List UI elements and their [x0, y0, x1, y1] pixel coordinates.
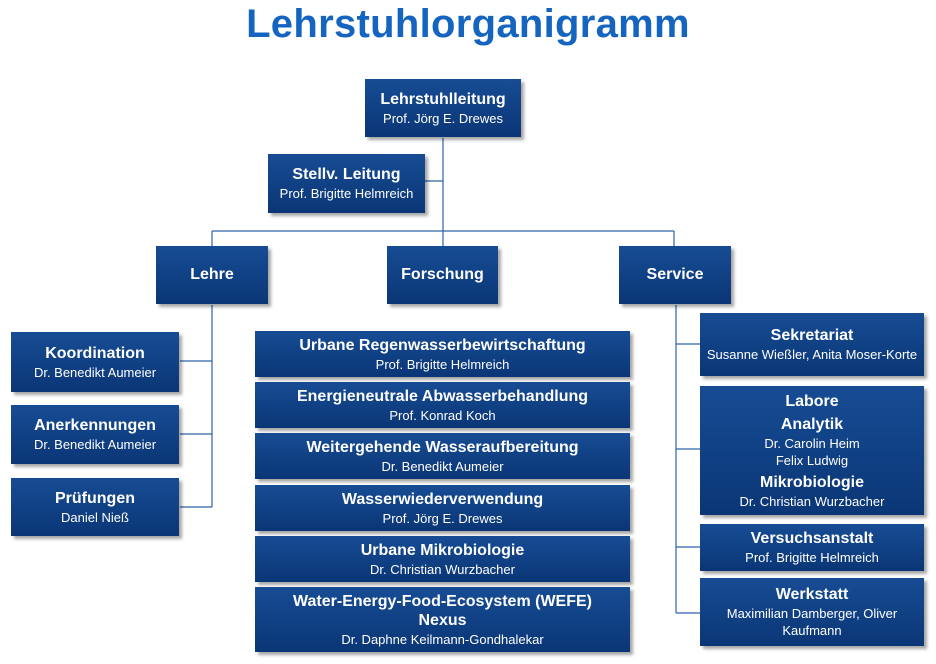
lehrstuhlleitung-person: Prof. Jörg E. Drewes [383, 110, 503, 126]
lehrstuhlleitung-title: Lehrstuhlleitung [380, 90, 506, 108]
page-title: Lehrstuhlorganigramm [246, 2, 690, 46]
labore-title: Labore [785, 392, 839, 410]
forschung-item-mikrobiologie: Urbane Mikrobiologie Dr. Christian Wurzb… [255, 536, 630, 582]
koordination-box: Koordination Dr. Benedikt Aumeier [11, 332, 179, 392]
werkstatt-person: Maximilian Damberger, Oliver Kaufmann [726, 606, 898, 638]
anerkennungen-box: Anerkennungen Dr. Benedikt Aumeier [11, 405, 179, 464]
forschung-item-title: Water-Energy-Food-Ecosystem (WEFE) Nexus [293, 592, 592, 629]
forschung-item-title: Urbane Mikrobiologie [360, 541, 525, 559]
forschung-item-person: Prof. Konrad Koch [389, 407, 496, 423]
versuchsanstalt-title: Versuchsanstalt [750, 530, 874, 547]
pruefungen-box: Prüfungen Daniel Nieß [11, 478, 179, 536]
forschung-item-wefe-nexus: Water-Energy-Food-Ecosystem (WEFE) Nexus… [255, 587, 630, 652]
versuchsanstalt-box: Versuchsanstalt Prof. Brigitte Helmreich [700, 524, 924, 571]
forschung-box: Forschung [387, 246, 498, 304]
forschung-item-regenwasser: Urbane Regenwasserbewirtschaftung Prof. … [255, 331, 630, 377]
forschung-item-title: Wasserwiederverwendung [341, 490, 544, 508]
anerkennungen-title: Anerkennungen [34, 417, 156, 434]
stellv-leitung-person: Prof. Brigitte Helmreich [279, 186, 414, 201]
forschung-label: Forschung [401, 266, 484, 283]
forschung-item-title: Energieneutrale Abwasserbehandlung [296, 387, 589, 405]
service-label: Service [646, 266, 704, 283]
pruefungen-title: Prüfungen [55, 489, 135, 507]
forschung-item-person: Prof. Brigitte Helmreich [375, 356, 510, 372]
forschung-item-wasseraufbereitung: Weitergehende Wasseraufbereitung Dr. Ben… [255, 433, 630, 479]
anerkennungen-person: Dr. Benedikt Aumeier [33, 437, 157, 452]
sekretariat-box: Sekretariat Susanne Wießler, Anita Moser… [700, 313, 924, 376]
stellv-leitung-box: Stellv. Leitung Prof. Brigitte Helmreich [268, 154, 425, 213]
lehre-label: Lehre [190, 266, 234, 283]
forschung-item-person: Prof. Jörg E. Drewes [382, 510, 503, 526]
forschung-item-abwasser: Energieneutrale Abwasserbehandlung Prof.… [255, 382, 630, 428]
service-box: Service [619, 246, 731, 304]
analytik-title: Analytik [780, 415, 844, 433]
versuchsanstalt-person: Prof. Brigitte Helmreich [745, 550, 879, 565]
forschung-item-person: Dr. Daphne Keilmann-Gondhalekar [341, 631, 544, 647]
forschung-item-person: Dr. Christian Wurzbacher [370, 561, 515, 577]
forschung-item-title: Weitergehende Wasseraufbereitung [306, 438, 579, 456]
sekretariat-person: Susanne Wießler, Anita Moser-Korte [706, 347, 918, 362]
lehrstuhlleitung-box: Lehrstuhlleitung Prof. Jörg E. Drewes [365, 79, 521, 137]
sekretariat-title: Sekretariat [770, 327, 854, 344]
forschung-item-title: Urbane Regenwasserbewirtschaftung [299, 336, 586, 354]
koordination-title: Koordination [45, 344, 145, 362]
analytik-person-2: Felix Ludwig [775, 452, 849, 468]
pruefungen-person: Daniel Nieß [61, 509, 129, 525]
lehre-box: Lehre [156, 246, 268, 304]
analytik-person-1: Dr. Carolin Heim [764, 435, 860, 451]
mikrobiologie-title: Mikrobiologie [760, 473, 864, 491]
werkstatt-title: Werkstatt [775, 586, 849, 603]
stellv-leitung-title: Stellv. Leitung [292, 166, 401, 183]
forschung-item-wasserwiederverwendung: Wasserwiederverwendung Prof. Jörg E. Dre… [255, 485, 630, 531]
koordination-person: Dr. Benedikt Aumeier [33, 364, 157, 380]
werkstatt-box: Werkstatt Maximilian Damberger, Oliver K… [700, 578, 924, 646]
mikrobiologie-person: Dr. Christian Wurzbacher [739, 493, 885, 509]
forschung-item-person: Dr. Benedikt Aumeier [381, 458, 504, 474]
labore-box: Labore Analytik Dr. Carolin Heim Felix L… [700, 386, 924, 515]
